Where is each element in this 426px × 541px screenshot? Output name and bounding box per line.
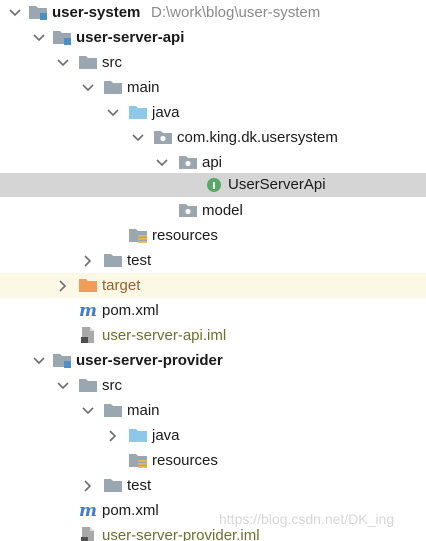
maven-icon — [78, 501, 98, 519]
tree-row-resources[interactable]: resources — [0, 223, 426, 248]
tree-label: pom.xml — [102, 302, 159, 319]
resources-folder-icon — [128, 451, 148, 469]
chevron-down-icon[interactable] — [131, 131, 145, 145]
tree-label: com.king.dk.usersystem — [177, 129, 338, 146]
folder-icon — [78, 53, 98, 71]
tree-label: src — [102, 377, 122, 394]
tree-label: java — [152, 427, 180, 444]
tree-label: test — [127, 252, 152, 269]
package-icon — [178, 153, 198, 171]
tree-label: user-server-api — [76, 29, 185, 46]
tree-row-test[interactable]: test — [0, 473, 426, 498]
module-folder-icon — [52, 351, 72, 369]
chevron-right-icon[interactable] — [81, 254, 95, 268]
tree-row-user-server-api-class[interactable]: UserServerApi — [0, 173, 426, 197]
source-folder-icon — [128, 103, 148, 121]
chevron-down-icon[interactable] — [56, 56, 70, 70]
folder-icon — [103, 78, 123, 96]
tree-row-package[interactable]: com.king.dk.usersystem — [0, 125, 426, 150]
tree-label: java — [152, 104, 180, 121]
iml-file-icon — [78, 526, 98, 541]
tree-row-test[interactable]: test — [0, 248, 426, 273]
tree-row-iml[interactable]: user-server-provider.iml — [0, 523, 426, 541]
tree-label: user-server-provider — [76, 352, 223, 369]
iml-file-icon — [78, 326, 98, 344]
tree-row-pom[interactable]: pom.xml — [0, 298, 426, 323]
tree-row-resources[interactable]: resources — [0, 448, 426, 473]
module-folder-icon — [28, 3, 48, 21]
tree-row-user-server-api[interactable]: user-server-api — [0, 25, 426, 50]
tree-label: test — [127, 477, 152, 494]
tree-row-model[interactable]: model — [0, 198, 426, 223]
tree-label: target — [102, 277, 141, 294]
package-icon — [178, 201, 198, 219]
module-folder-icon — [52, 28, 72, 46]
tree-label: pom.xml — [102, 502, 159, 519]
tree-row-java[interactable]: java — [0, 100, 426, 125]
tree-row-user-server-provider[interactable]: user-server-provider — [0, 348, 426, 373]
tree-label: resources — [152, 452, 218, 469]
tree-row-api[interactable]: api — [0, 150, 426, 175]
chevron-down-icon[interactable] — [81, 404, 95, 418]
maven-icon — [78, 301, 98, 319]
interface-icon — [204, 176, 224, 194]
folder-icon — [103, 251, 123, 269]
chevron-down-icon[interactable] — [81, 81, 95, 95]
folder-icon — [78, 376, 98, 394]
tree-label: main — [127, 79, 160, 96]
tree-row-main[interactable]: main — [0, 75, 426, 100]
module-path: D:\work\blog\user-system — [151, 4, 321, 21]
tree-label: src — [102, 54, 122, 71]
tree-row-pom[interactable]: pom.xml — [0, 498, 426, 523]
package-icon — [153, 128, 173, 146]
chevron-right-icon[interactable] — [56, 279, 70, 293]
source-folder-icon — [128, 426, 148, 444]
chevron-right-icon[interactable] — [81, 479, 95, 493]
folder-icon — [103, 476, 123, 494]
chevron-right-icon[interactable] — [106, 429, 120, 443]
chevron-down-icon[interactable] — [32, 31, 46, 45]
tree-label: model — [202, 202, 243, 219]
folder-icon — [103, 401, 123, 419]
chevron-down-icon[interactable] — [56, 379, 70, 393]
tree-row-java[interactable]: java — [0, 423, 426, 448]
chevron-down-icon[interactable] — [8, 6, 22, 20]
tree-row-src[interactable]: src — [0, 373, 426, 398]
chevron-down-icon[interactable] — [106, 106, 120, 120]
watermark: https://blog.csdn.net/DK_ing — [219, 511, 395, 527]
tree-label: UserServerApi — [228, 176, 326, 193]
chevron-down-icon[interactable] — [32, 354, 46, 368]
tree-row-target[interactable]: target — [0, 273, 426, 298]
tree-label: user-system — [52, 4, 141, 21]
tree-row-iml[interactable]: user-server-api.iml — [0, 323, 426, 348]
tree-label: api — [202, 154, 223, 171]
resources-folder-icon — [128, 226, 148, 244]
tree-label: user-server-provider.iml — [102, 527, 260, 541]
excluded-folder-icon — [78, 276, 98, 294]
tree-row-main[interactable]: main — [0, 398, 426, 423]
tree-row-src[interactable]: src — [0, 50, 426, 75]
tree-label: main — [127, 402, 160, 419]
tree-label: resources — [152, 227, 218, 244]
tree-row-user-system[interactable]: user-system D:\work\blog\user-system — [0, 0, 426, 25]
chevron-down-icon[interactable] — [155, 156, 169, 170]
tree-label: user-server-api.iml — [102, 327, 227, 344]
